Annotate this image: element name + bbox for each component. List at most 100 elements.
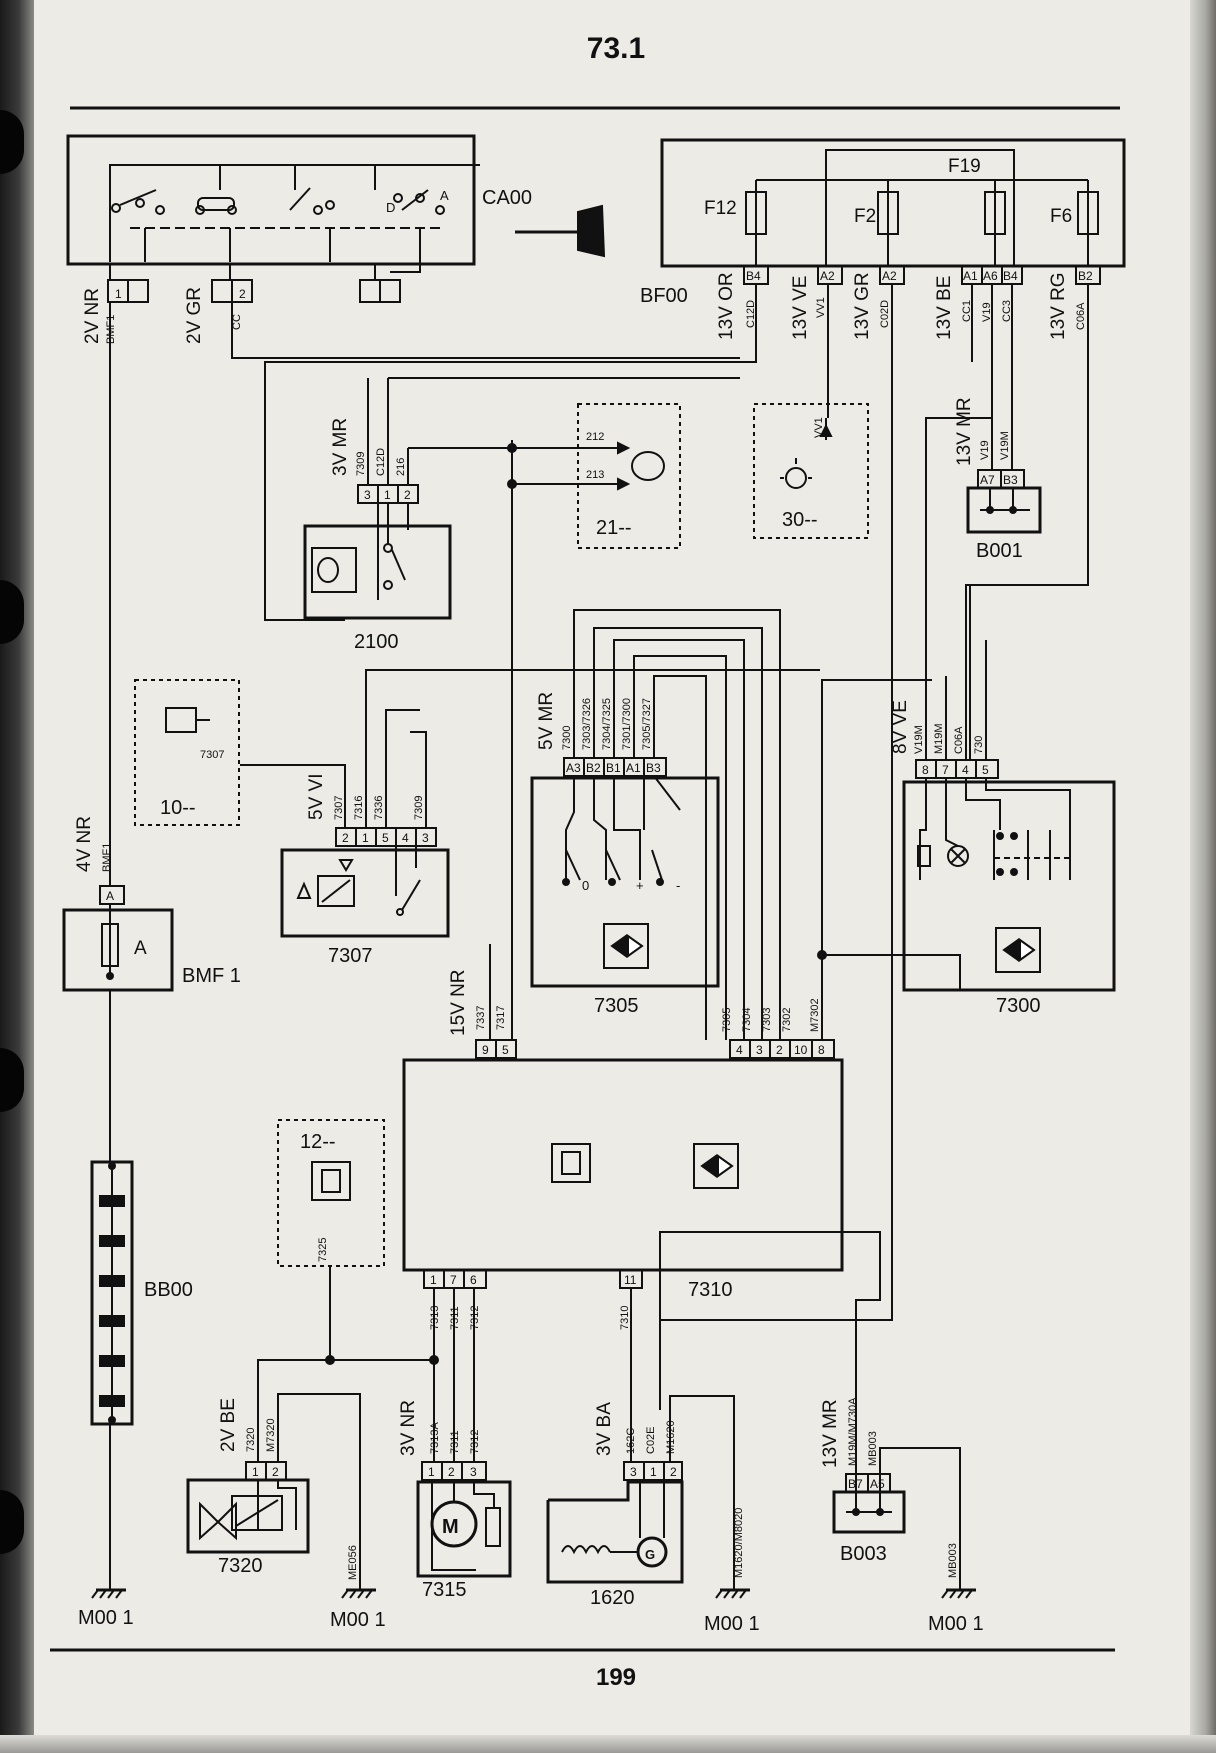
- relay-7307: [280, 846, 450, 938]
- fuse-f19: [984, 191, 1006, 235]
- wire-bmf1: BMF1: [105, 315, 117, 344]
- pin-label: 5: [982, 763, 989, 777]
- wire-c06a: C06A: [1075, 302, 1087, 330]
- wire-m1620: M1620: [665, 1420, 677, 1454]
- wire-mb003: MB003: [947, 1543, 959, 1578]
- wire-c02d: C02D: [879, 300, 891, 328]
- wire-me056: ME056: [347, 1545, 359, 1580]
- pin-label: A6: [983, 269, 998, 283]
- battery-bb00: [90, 1160, 134, 1426]
- label-ignition-d: D: [386, 200, 395, 215]
- wire-7304-7325: 7304/7325: [601, 698, 613, 750]
- rear-window-heater-icon: [693, 1143, 739, 1189]
- wire-v19: V19: [981, 302, 993, 322]
- spec-bf00-a1: 13V BE: [934, 276, 955, 340]
- spec-bf00-b2: 13V RG: [1048, 272, 1069, 340]
- pin-label: 3: [470, 1465, 477, 1479]
- label-bmf1: BMF 1: [182, 965, 241, 987]
- wire-7313a: 7313A: [429, 1422, 441, 1454]
- label-fuse-f19: F19: [948, 156, 981, 177]
- ecu-chip-icon: [311, 1161, 351, 1201]
- spec-bf00-a2a: 13V VE: [790, 276, 811, 340]
- pin-label: 2: [448, 1465, 455, 1479]
- pin-label: B3: [1003, 473, 1018, 487]
- spec-7310-top: 15V NR: [448, 969, 469, 1036]
- wire-v19m: V19M: [913, 725, 925, 754]
- wire-c02e: C02E: [645, 1426, 657, 1454]
- wire-7305-7327: 7305/7327: [641, 698, 653, 750]
- connector-bmf1: [99, 885, 125, 905]
- label-ca00: CA00: [482, 187, 532, 209]
- label-21: 21--: [596, 517, 632, 539]
- ground-symbol: [941, 1588, 976, 1599]
- label-fuse-f6: F6: [1050, 206, 1072, 227]
- pin-label: 2: [239, 287, 246, 301]
- wire-cc3: CC3: [1001, 300, 1013, 322]
- pin-label: B3: [646, 761, 661, 775]
- pin-label: A1: [626, 761, 641, 775]
- pin-label: 3: [364, 488, 371, 502]
- spec-7307: 5V VI: [306, 774, 327, 820]
- switch-7300: [902, 778, 1116, 992]
- wire-v19m: V19M: [999, 431, 1011, 460]
- fuse-block-bmf1: [62, 904, 174, 992]
- pin-label: A3: [566, 761, 581, 775]
- label-b001: B001: [976, 540, 1023, 562]
- spec-1620: 3V BA: [594, 1402, 615, 1456]
- label-bmf1-pin: A: [134, 938, 147, 959]
- wire-7304: 7304: [741, 1008, 753, 1032]
- spec-bf00-b4: 13V OR: [716, 272, 737, 340]
- label-7307: 7307: [328, 945, 373, 967]
- label-switch-plus: +: [636, 878, 644, 893]
- wire-7309: 7309: [355, 452, 367, 476]
- pin-label: B1: [606, 761, 621, 775]
- wire-7309: 7309: [413, 796, 425, 820]
- wire-bmf1: BMF1: [101, 843, 113, 872]
- pin-label: B2: [1078, 269, 1093, 283]
- pin-label: 7: [450, 1273, 457, 1287]
- pin-label: 11: [624, 1273, 637, 1287]
- label-ground-2: M00 1: [330, 1609, 386, 1631]
- pin-label: 5: [382, 831, 389, 845]
- rear-wiper-indicator-21: [512, 403, 681, 549]
- pin-label: 2: [670, 1465, 677, 1479]
- wire-162c: 162C: [625, 1428, 637, 1454]
- ground-symbol: [91, 1588, 126, 1599]
- page-header-number: 73.1: [586, 32, 646, 65]
- page-edge: [0, 1735, 1216, 1753]
- wire-v19: V19: [979, 440, 991, 460]
- wire-m7320: M7320: [265, 1418, 277, 1452]
- pin-label: B2: [586, 761, 601, 775]
- pin-label: A7: [980, 473, 995, 487]
- wire-m19m-m730a: M19M/M730A: [847, 1397, 859, 1466]
- wire-7325: 7325: [317, 1238, 329, 1262]
- pin-label: 3: [756, 1043, 763, 1057]
- wire-7307: 7307: [333, 796, 345, 820]
- spec-7300: 8V VE: [890, 700, 911, 754]
- label-2100: 2100: [354, 631, 399, 653]
- wire-7337: 7337: [475, 1006, 487, 1030]
- wire-7307: 7307: [200, 749, 224, 761]
- spec-7315: 3V NR: [398, 1400, 419, 1456]
- svg-text:G: G: [645, 1547, 655, 1562]
- fuse-f2: [877, 191, 899, 235]
- wire-m19m: M19M: [933, 723, 945, 754]
- label-30: 30--: [782, 509, 818, 531]
- wire-7301-7300: 7301/7300: [621, 698, 633, 750]
- wire-7317: 7317: [495, 1006, 507, 1030]
- ecu-chip-icon: [551, 1143, 591, 1183]
- pin-label: 6: [470, 1273, 477, 1287]
- pin-label: 2: [272, 1465, 279, 1479]
- spec-b003: 13V MR: [820, 1399, 841, 1468]
- wire-cc1: CC1: [961, 300, 973, 322]
- spec-2100: 3V MR: [330, 418, 351, 476]
- wire-c06a: C06A: [953, 726, 965, 754]
- label-7300: 7300: [996, 995, 1041, 1017]
- label-ground-1: M00 1: [78, 1607, 134, 1629]
- spec-b001: 13V MR: [954, 397, 975, 466]
- pin-label: 1: [650, 1465, 657, 1479]
- pin-label: 1: [115, 287, 122, 301]
- label-ignition-a: A: [440, 188, 449, 203]
- lighting-30: [753, 403, 869, 539]
